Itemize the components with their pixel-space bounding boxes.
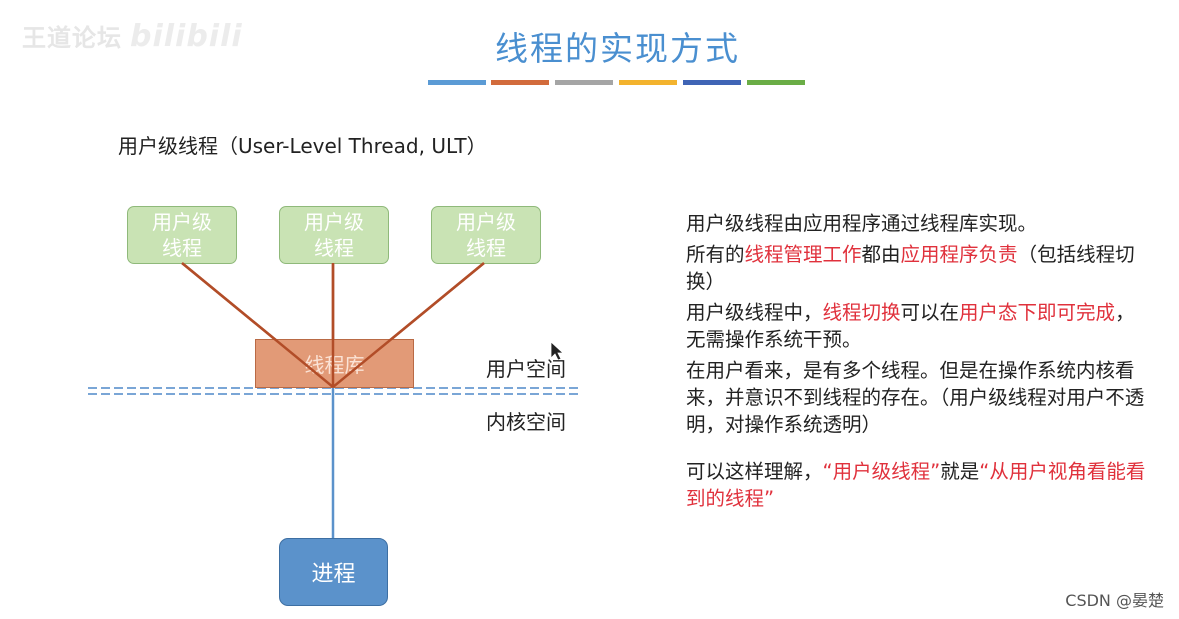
watermark-text: 王道论坛 <box>22 24 122 52</box>
bilibili-logo: bilibili <box>130 19 243 54</box>
explain-p3: 用户级线程中，线程切换可以在用户态下即可完成，无需操作系统干预。 <box>686 301 1135 351</box>
watermark: 王道论坛 bilibili <box>22 18 243 54</box>
color-bar-2 <box>491 80 549 85</box>
user-thread-box-1: 用户级 线程 <box>127 206 237 264</box>
page-title: 线程的实现方式 <box>495 29 740 68</box>
explain-p1: 用户级线程由应用程序通过线程库实现。 <box>686 212 1038 235</box>
explain-p4: 在用户看来，是有多个线程。但是在操作系统内核看来，并意识不到线程的存在。（用户级… <box>686 359 1145 436</box>
subtitle: 用户级线程（User-Level Thread, ULT） <box>118 134 487 158</box>
explanation-text: 用户级线程由应用程序通过线程库实现。 所有的线程管理工作都由应用程序负责（包括线… <box>686 210 1148 516</box>
thread-library-box: 线程库 <box>255 339 414 388</box>
color-bar-6 <box>747 80 805 85</box>
explain-p5: 可以这样理解，“用户级线程”就是“从用户视角看能看到的线程” <box>686 460 1146 510</box>
color-bar-3 <box>555 80 613 85</box>
connector-thread-3-over <box>332 262 485 388</box>
user-thread-label-1: 用户级 线程 <box>152 210 212 260</box>
color-bar-5 <box>683 80 741 85</box>
user-thread-label-2: 用户级 线程 <box>304 210 364 260</box>
color-bar-4 <box>619 80 677 85</box>
kernel-space-label: 内核空间 <box>486 410 566 434</box>
user-thread-box-3: 用户级 线程 <box>431 206 541 264</box>
explain-p2: 所有的线程管理工作都由应用程序负责（包括线程切换） <box>686 243 1135 293</box>
user-thread-label-3: 用户级 线程 <box>456 210 516 260</box>
user-space-label: 用户空间 <box>486 357 566 381</box>
process-label: 进程 <box>311 562 356 587</box>
process-box: 进程 <box>279 538 388 606</box>
csdn-footer: CSDN @晏楚 <box>1065 591 1164 610</box>
connector-thread-1-over <box>181 262 334 388</box>
color-bar-1 <box>428 80 486 85</box>
user-thread-box-2: 用户级 线程 <box>279 206 389 264</box>
mouse-cursor-icon <box>550 341 565 361</box>
